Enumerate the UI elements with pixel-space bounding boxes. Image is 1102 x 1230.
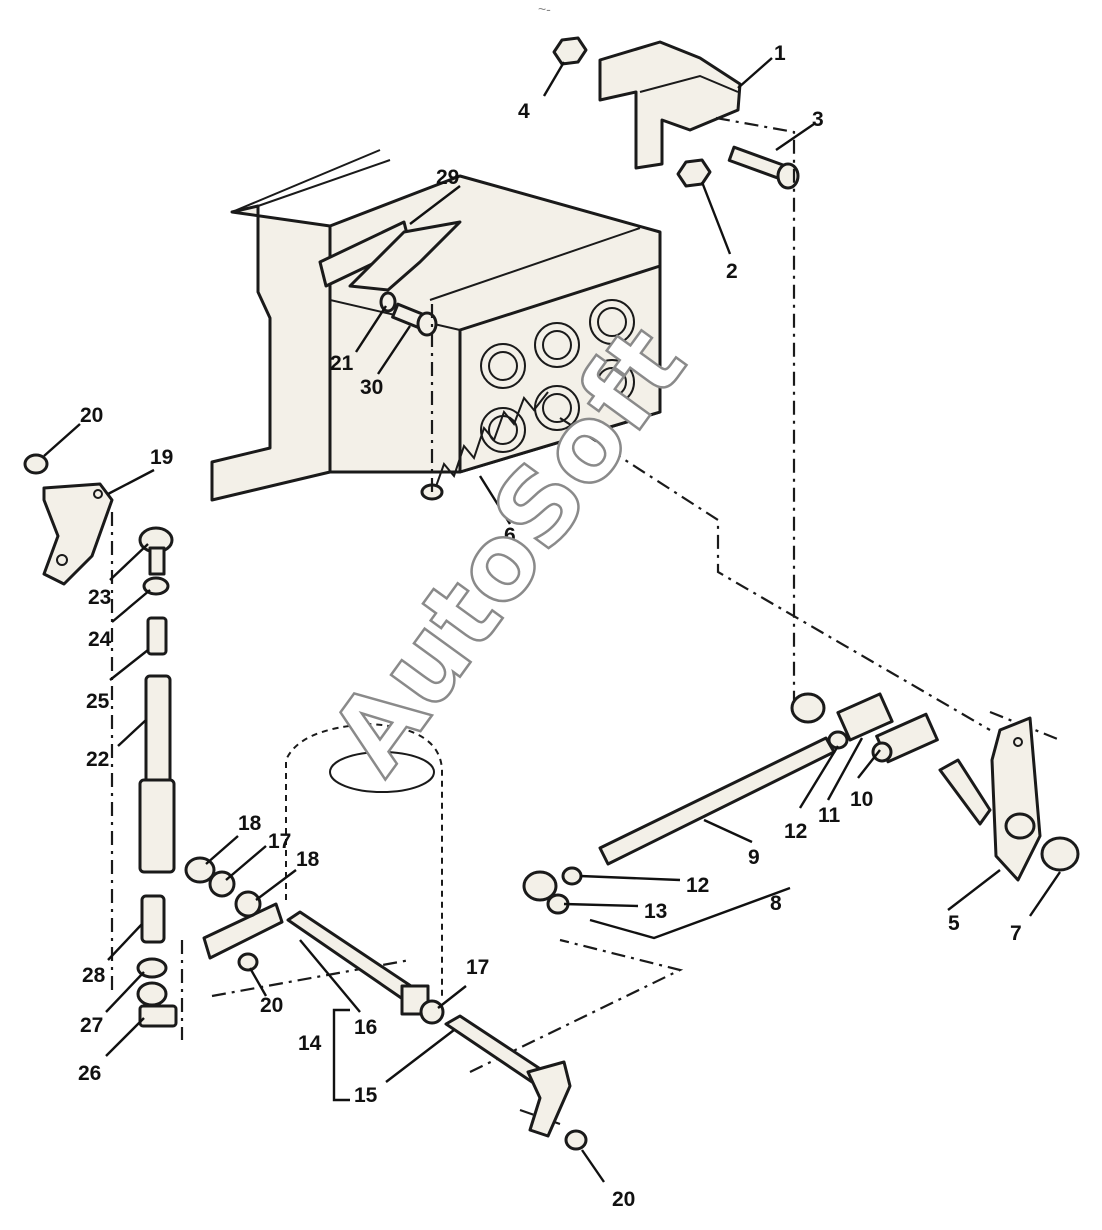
assembly-line bbox=[559, 417, 991, 731]
callout-13: 13 bbox=[644, 900, 667, 923]
cable-assembly-22 bbox=[138, 674, 176, 874]
bushing-18b bbox=[234, 890, 262, 918]
swivel-10 bbox=[871, 712, 939, 764]
washer-17b bbox=[419, 999, 445, 1025]
callout-8: 8 bbox=[770, 892, 782, 915]
bracket-8 bbox=[589, 886, 791, 940]
jam-nut-27 bbox=[136, 957, 168, 979]
ball-joint-23 bbox=[138, 526, 174, 576]
callout-28: 28 bbox=[82, 964, 106, 987]
callout-29: 29 bbox=[436, 166, 459, 189]
governor-bracket bbox=[598, 40, 742, 170]
sleeve-28 bbox=[140, 894, 166, 944]
engine-port-holes bbox=[480, 299, 635, 453]
callout-18-right: 18 bbox=[296, 848, 320, 871]
callout-25: 25 bbox=[86, 690, 110, 713]
callout-24: 24 bbox=[88, 628, 112, 651]
nut-20-mid bbox=[237, 952, 259, 972]
callout-9: 9 bbox=[748, 846, 760, 869]
throttle-rod-9 bbox=[598, 736, 836, 866]
control-arm-15 bbox=[444, 1014, 572, 1138]
callout-12-upper: 12 bbox=[784, 820, 807, 843]
callout-4: 4 bbox=[518, 100, 530, 123]
assembly-line bbox=[715, 116, 796, 700]
callout-15: 15 bbox=[354, 1084, 378, 1107]
callout-14: 14 bbox=[298, 1032, 322, 1055]
callout-20-top: 20 bbox=[80, 404, 103, 427]
jam-nut-12-lower bbox=[561, 866, 583, 886]
callout-2: 2 bbox=[726, 260, 738, 283]
ball-joint-26 bbox=[136, 981, 178, 1028]
leader-lines bbox=[43, 57, 1061, 1183]
callout-20-bottom: 20 bbox=[612, 1188, 635, 1211]
header-mark: ~- bbox=[538, 1, 551, 17]
assembly-line bbox=[469, 938, 684, 1073]
nut-20-bottom bbox=[564, 1129, 588, 1151]
callout-11: 11 bbox=[818, 804, 841, 827]
callout-7: 7 bbox=[1010, 922, 1022, 945]
callout-3: 3 bbox=[812, 108, 824, 131]
screw-30 bbox=[391, 302, 438, 337]
tank-outline bbox=[285, 722, 443, 1000]
callout-20-mid: 20 bbox=[260, 994, 283, 1017]
callout-19: 19 bbox=[150, 446, 173, 469]
callout-22: 22 bbox=[86, 748, 109, 771]
hex-nut-4 bbox=[552, 36, 588, 66]
callout-10: 10 bbox=[850, 788, 873, 811]
callout-30: 30 bbox=[360, 376, 383, 399]
callout-18-left: 18 bbox=[238, 812, 262, 835]
throttle-lever-5 bbox=[938, 716, 1042, 882]
jam-nut-12-upper bbox=[827, 730, 849, 750]
bolt-3 bbox=[727, 145, 800, 190]
callout-21: 21 bbox=[330, 352, 354, 375]
spring-bracket bbox=[318, 220, 462, 292]
callout-26: 26 bbox=[78, 1062, 101, 1085]
governor-arm-19 bbox=[42, 482, 114, 586]
control-rod-16 bbox=[202, 902, 430, 1016]
callout-17-left: 17 bbox=[268, 830, 291, 853]
callout-16: 16 bbox=[354, 1016, 377, 1039]
callout-5: 5 bbox=[948, 912, 960, 935]
sleeve-25 bbox=[146, 616, 168, 656]
bushing-upper bbox=[790, 692, 826, 724]
callout-labels: 1 2 3 4 5 6 7 8 9 10 11 12 12 13 14 15 1… bbox=[78, 42, 1022, 1211]
callout-12-lower: 12 bbox=[686, 874, 709, 897]
callout-27: 27 bbox=[80, 1014, 103, 1037]
callout-23: 23 bbox=[88, 586, 111, 609]
bushing-7 bbox=[1040, 836, 1080, 872]
callout-1: 1 bbox=[774, 42, 786, 65]
rod-end-13 bbox=[522, 870, 570, 915]
callout-6: 6 bbox=[504, 524, 516, 547]
bracket-14 bbox=[332, 1008, 350, 1102]
hex-nut-2 bbox=[676, 158, 712, 188]
tank-filler-neck bbox=[329, 751, 435, 793]
nut-20-top bbox=[23, 453, 49, 475]
callout-17-right: 17 bbox=[466, 956, 489, 979]
yoke-11 bbox=[836, 692, 894, 742]
